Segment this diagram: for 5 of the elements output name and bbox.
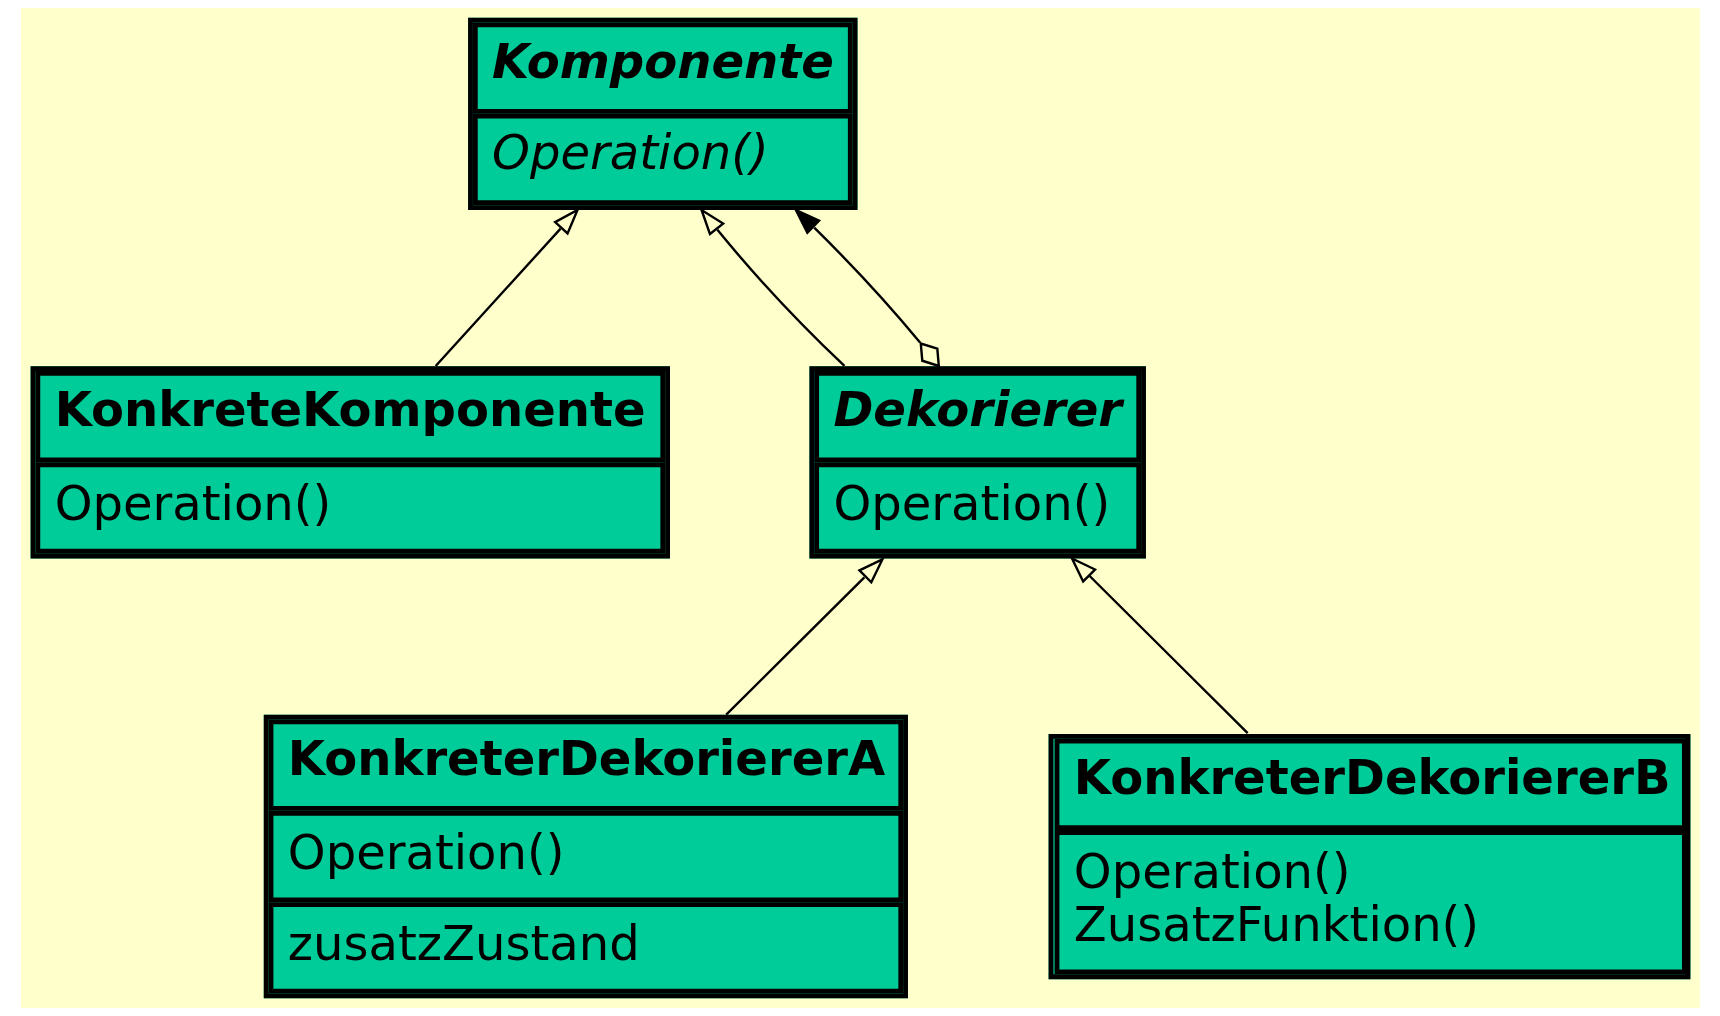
arrow (1068, 555, 1248, 734)
arrow (698, 207, 845, 367)
arrow (434, 207, 580, 367)
arrow (792, 207, 940, 368)
arrow (724, 556, 885, 716)
